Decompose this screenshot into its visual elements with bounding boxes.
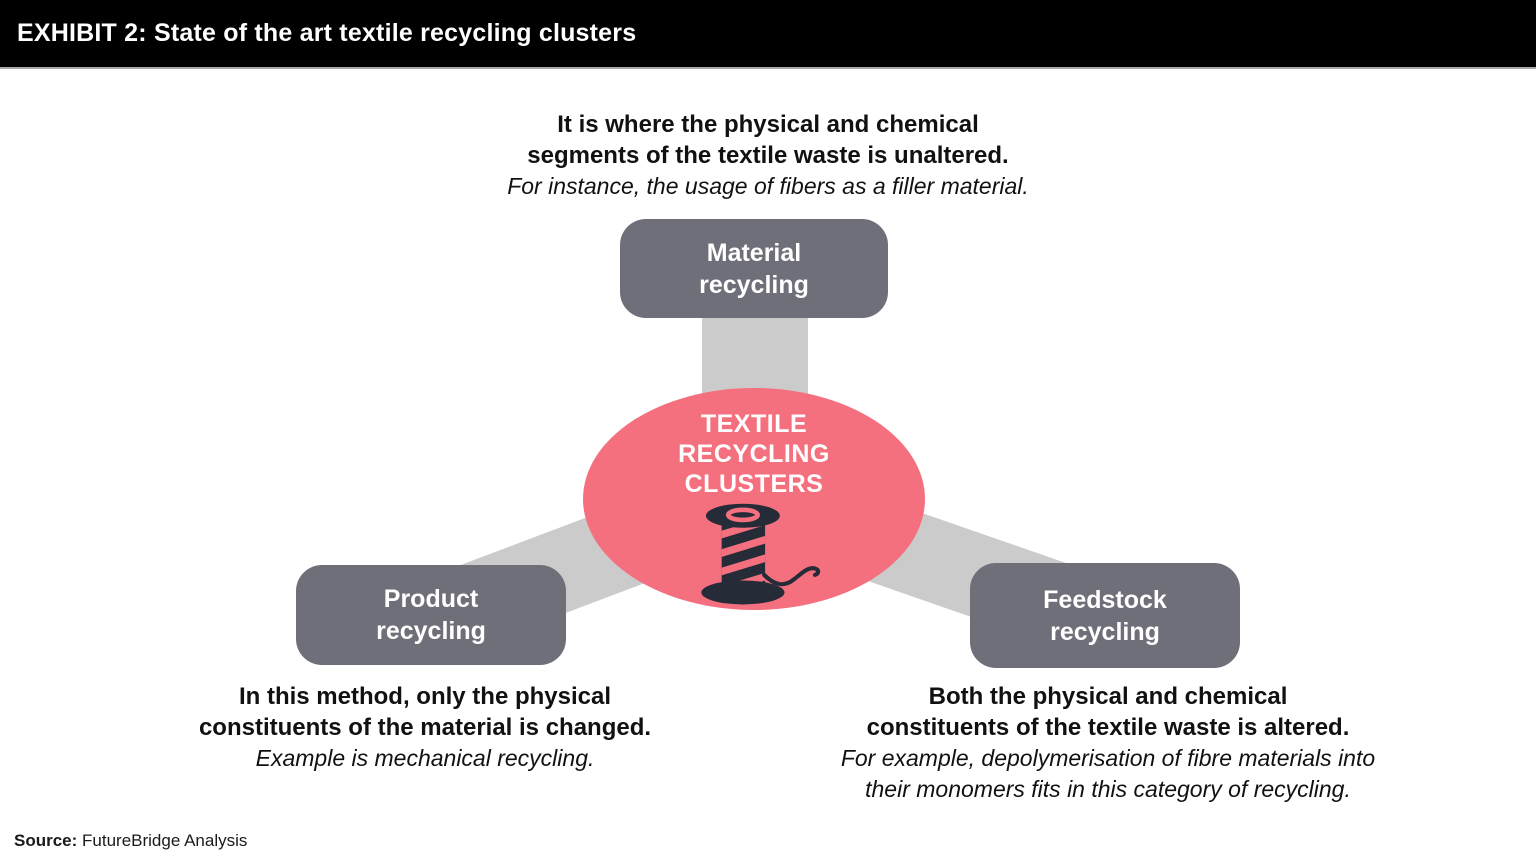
hub-textile-recycling-clusters: TEXTILE RECYCLING CLUSTERS: [583, 388, 925, 610]
description-bold-line: It is where the physical and chemical: [557, 111, 979, 138]
node-label-line: recycling: [1050, 617, 1160, 646]
hub-title-line: RECYCLING: [678, 440, 830, 468]
hub-title-line: TEXTILE: [700, 410, 808, 438]
node-label-line: Material: [706, 238, 802, 267]
exhibit-header: EXHIBIT 2: State of the art textile recy…: [0, 0, 1536, 69]
node-material-recycling: Material recycling: [620, 219, 888, 318]
description-bold-line: constituents of the material is changed.: [198, 714, 652, 741]
source-label: Source:: [14, 831, 78, 850]
node-feedstock-recycling: Feedstock recycling: [970, 563, 1240, 668]
node-label-line: Product: [383, 585, 479, 613]
description-bold-line: In this method, only the physical: [238, 683, 612, 710]
node-product-recycling: Product recycling: [296, 565, 566, 665]
thread-spool-icon: [701, 503, 821, 605]
description-italic-line: For example, depolymerisation of fibre m…: [840, 745, 1376, 771]
node-label-line: Feedstock: [1043, 585, 1167, 614]
node-label-line: recycling: [376, 617, 486, 645]
description-italic-line: For instance, the usage of fibers as a f…: [507, 173, 1029, 199]
exhibit-title: EXHIBIT 2: State of the art textile recy…: [17, 19, 637, 47]
description-italic-line: their monomers fits in this category of …: [865, 776, 1351, 802]
description-bold-line: Both the physical and chemical: [928, 683, 1288, 710]
node-label-line: recycling: [699, 270, 809, 299]
product-recycling-description: In this method, only the physical consti…: [120, 681, 730, 774]
description-bold-line: segments of the textile waste is unalter…: [527, 142, 1009, 169]
material-recycling-description: It is where the physical and chemical se…: [353, 109, 1183, 202]
hub-title-line: CLUSTERS: [684, 470, 824, 498]
source-text: FutureBridge Analysis: [77, 831, 248, 850]
feedstock-recycling-description: Both the physical and chemical constitue…: [778, 681, 1438, 805]
source-attribution: Source: FutureBridge Analysis: [14, 831, 247, 851]
description-italic-line: Example is mechanical recycling.: [255, 745, 595, 771]
description-bold-line: constituents of the textile waste is alt…: [866, 714, 1350, 741]
diagram-canvas: TEXTILE RECYCLING CLUSTERS Material recy…: [0, 71, 1536, 864]
